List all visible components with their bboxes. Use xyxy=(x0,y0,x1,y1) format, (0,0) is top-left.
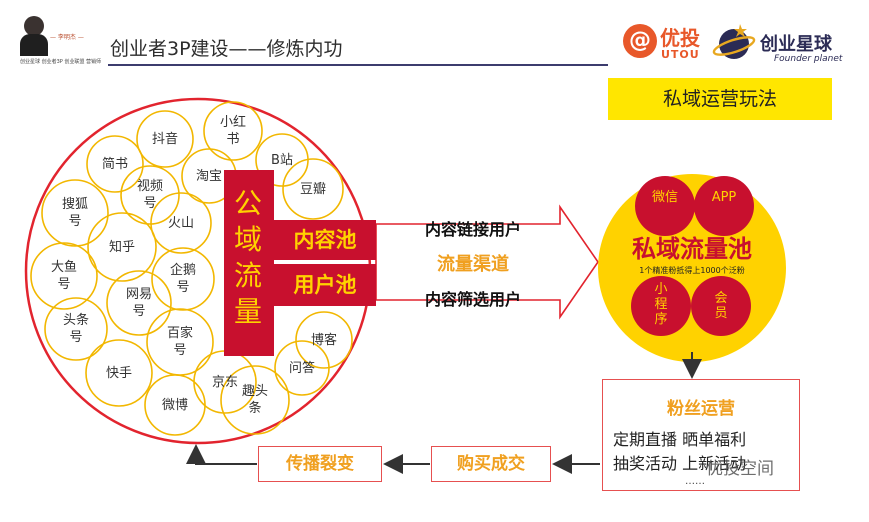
platform-label: 百家号 xyxy=(166,326,193,358)
platform-label: 企鹅号 xyxy=(169,263,196,295)
private-item-app: APP xyxy=(711,190,737,205)
user-pool-label: 用户池 xyxy=(274,264,376,306)
platform-circle xyxy=(144,374,206,436)
platform-label: 头条号 xyxy=(62,313,89,345)
platform-label: 豆瓣 xyxy=(299,181,326,197)
private-item-wechat: 微信 xyxy=(651,190,678,205)
public-traffic-label: 公域流量 xyxy=(233,187,262,328)
public-traffic-block xyxy=(224,170,274,356)
utou-logo-icon: @ xyxy=(623,24,657,58)
private-pool-title: 私域流量池 xyxy=(632,235,752,263)
private-pool-subtitle: 1个精准粉抵得上1000个泛粉 xyxy=(639,266,745,275)
platform-label: 大鱼号 xyxy=(50,260,77,292)
private-item-miniprogram-circle xyxy=(631,276,691,336)
platform-circle xyxy=(44,297,108,361)
fan-ops-line-1: 定期直播 晒单福利 xyxy=(613,430,747,449)
avatar-subtitle: 创业星球 创业者3P 创业联盟 营销师 xyxy=(20,59,101,65)
arrow-back-to-public xyxy=(186,444,257,465)
platform-label: 简书 xyxy=(101,156,128,172)
platform-label: B站 xyxy=(271,152,293,168)
avatar-face xyxy=(24,16,44,36)
platform-circle xyxy=(220,365,290,435)
fan-ops-title: 粉丝运营 xyxy=(667,399,735,419)
traffic-channel-arrow xyxy=(375,204,599,320)
platform-circle xyxy=(86,135,144,193)
platform-label: 淘宝 xyxy=(195,168,222,184)
platform-label: 抖音 xyxy=(151,131,178,147)
platform-circle xyxy=(274,340,330,396)
founder-planet-cn: 创业星球 xyxy=(760,34,832,55)
avatar: — 李明杰 — 创业星球 创业者3P 创业联盟 营销师 xyxy=(20,14,101,66)
avatar-name: — 李明杰 — xyxy=(50,34,84,41)
platform-label: 火山 xyxy=(167,215,194,231)
content-link-users-label: 内容链接用户 xyxy=(424,220,521,239)
private-item-member: 会员 xyxy=(714,291,728,321)
platform-label: 知乎 xyxy=(108,239,135,255)
utou-logo-en: UTOU xyxy=(661,48,700,61)
platform-circle xyxy=(87,212,157,282)
viral-spread-step: 传播裂变 xyxy=(258,446,382,482)
platform-label: 搜狐号 xyxy=(61,197,88,229)
platform-circle xyxy=(151,247,215,311)
avatar-body xyxy=(20,34,48,56)
private-item-miniprogram: 小程序 xyxy=(654,282,668,327)
fan-ops-more: …… xyxy=(685,476,705,487)
founder-planet-logo: 创业星球 Founder planet xyxy=(712,20,862,70)
header: — 李明杰 — 创业星球 创业者3P 创业联盟 营销师 创业者3P建设——修炼内… xyxy=(0,0,869,70)
watermark: 优投空间 xyxy=(706,459,774,479)
platform-circle xyxy=(295,311,353,369)
platform-circle xyxy=(41,179,109,247)
platform-label: 快手 xyxy=(105,365,132,381)
platform-circle xyxy=(203,101,263,161)
fan-ops-box: 粉丝运营 定期直播 晒单福利 抽奖活动 上新活动 …… xyxy=(602,379,800,491)
planet-icon xyxy=(712,24,756,59)
utou-logo: @ 优投 UTOU xyxy=(623,22,735,68)
traffic-channel-label: 流量渠道 xyxy=(437,254,509,275)
content-filter-users-label: 内容筛选用户 xyxy=(424,290,521,309)
private-ops-badge: 私域运营玩法 xyxy=(608,78,832,120)
platform-circle xyxy=(282,158,344,220)
content-pool-label: 内容池 xyxy=(274,220,376,260)
private-item-member-circle xyxy=(691,276,751,336)
platform-circle xyxy=(106,270,172,336)
page-title: 创业者3P建设——修炼内功 xyxy=(110,38,343,60)
platform-label: 趣头条 xyxy=(241,384,268,416)
platform-label: 问答 xyxy=(288,360,315,376)
utou-logo-cn: 优投 xyxy=(660,26,700,50)
title-rule xyxy=(108,64,608,66)
platform-circle xyxy=(30,242,98,310)
private-item-wechat-circle xyxy=(635,176,695,236)
founder-planet-en: Founder planet xyxy=(774,54,843,64)
platform-circle xyxy=(136,110,194,168)
platform-label: 网易号 xyxy=(125,287,152,319)
platform-label: 微博 xyxy=(161,397,188,413)
private-item-app-circle xyxy=(694,176,754,236)
platform-label: 视频号 xyxy=(136,179,163,211)
platform-circle xyxy=(120,165,180,225)
purchase-step: 购买成交 xyxy=(431,446,551,482)
platform-circle xyxy=(150,192,212,254)
platform-label: 小红书 xyxy=(219,115,246,147)
platform-circle xyxy=(85,339,153,407)
fan-ops-line-2: 抽奖活动 上新活动 xyxy=(613,454,747,473)
platform-circles xyxy=(30,101,353,436)
platform-label: 京东 xyxy=(211,374,238,390)
platform-label: 博客 xyxy=(310,332,337,348)
